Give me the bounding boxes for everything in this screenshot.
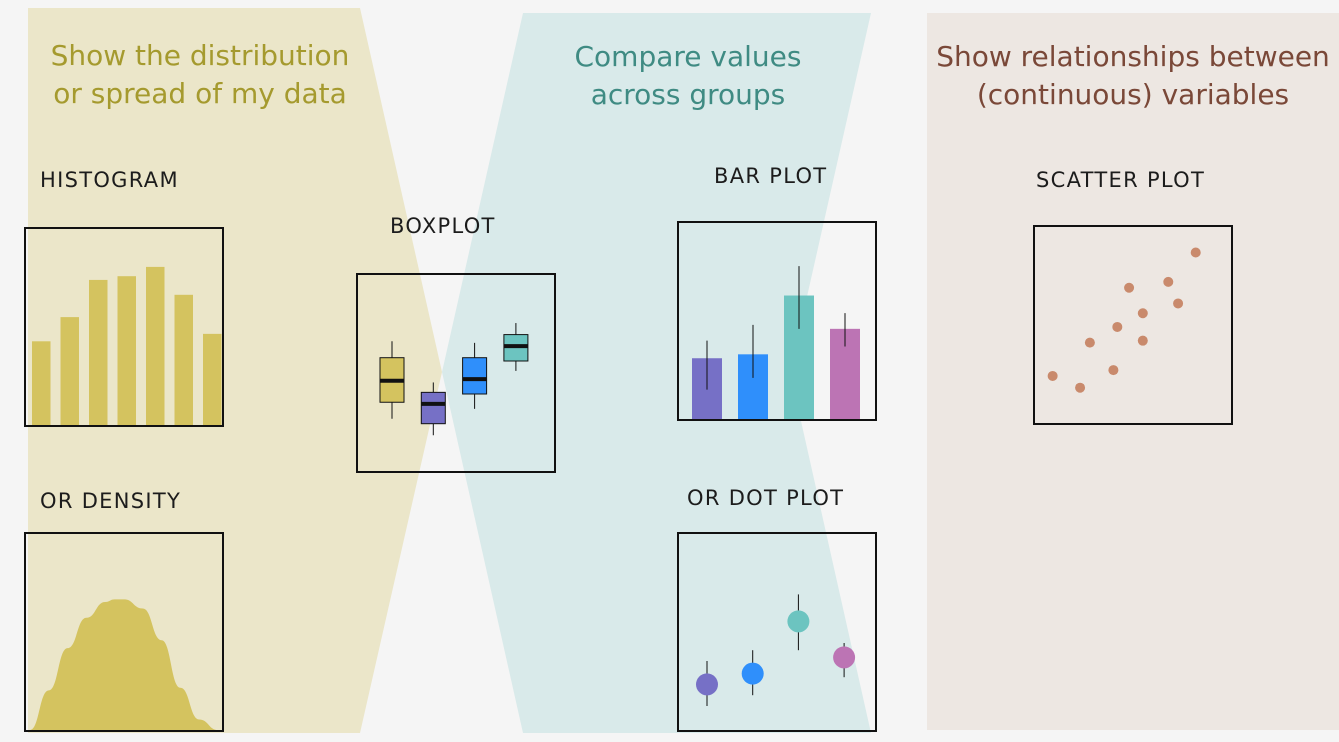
dot-plot-point [833, 646, 856, 669]
density-chart [30, 599, 218, 730]
density-label: OR DENSITY [40, 489, 182, 513]
section-heading-compare: Compare values across groups [508, 38, 868, 114]
histogram-label: HISTOGRAM [40, 168, 179, 192]
heading-line: across groups [590, 78, 786, 111]
histogram-bar [60, 317, 79, 425]
scatter-point [1137, 308, 1148, 319]
scatter-plot-chart [1047, 247, 1201, 393]
dotplot-panel [677, 532, 877, 732]
histogram-bar [117, 276, 136, 425]
heading-line: Compare values [574, 40, 802, 73]
heading-line: Show relationships between [936, 40, 1330, 73]
dotplot-label: OR DOT PLOT [687, 486, 845, 510]
section-heading-distribution: Show the distribution or spread of my da… [20, 37, 380, 113]
scatter-point [1173, 298, 1184, 309]
density-curve-area [30, 599, 218, 730]
compare-band [442, 13, 871, 733]
barplot-label: BAR PLOT [714, 164, 828, 188]
scatter-point [1075, 382, 1086, 393]
scatter-plot-label: SCATTER PLOT [1036, 168, 1206, 192]
scatter-plot-panel [1033, 225, 1233, 425]
histogram-bar [174, 294, 193, 425]
histogram-bar [32, 341, 51, 425]
barplot-panel [677, 221, 877, 421]
boxplot-chart [379, 323, 529, 436]
scatter-point [1190, 247, 1201, 258]
section-heading-relationships: Show relationships between (continuous) … [930, 38, 1336, 114]
boxplot-label: BOXPLOT [390, 214, 496, 238]
histogram-bar [146, 266, 165, 425]
scatter-point [1084, 337, 1095, 348]
histogram-chart [32, 266, 222, 425]
density-panel [24, 532, 224, 732]
histogram-bar [89, 279, 108, 425]
scatter-point [1124, 282, 1135, 293]
boxplot-box [420, 391, 446, 425]
dot-plot-point [787, 610, 810, 633]
boxplot-panel [356, 273, 556, 473]
heading-line: Show the distribution [50, 39, 350, 72]
dot-plot-point [696, 673, 718, 696]
heading-line: or spread of my data [53, 77, 347, 110]
scatter-point [1163, 276, 1174, 287]
boxplot-box [462, 357, 488, 395]
dot-plot-point [741, 662, 764, 685]
scatter-point [1047, 370, 1058, 381]
heading-line: (continuous) variables [976, 78, 1290, 111]
scatter-point [1112, 321, 1123, 332]
dotplot-chart [696, 594, 856, 706]
histogram-panel [24, 227, 224, 427]
scatter-point [1108, 365, 1119, 376]
scatter-point [1137, 335, 1148, 346]
distribution-band [28, 8, 442, 733]
barplot-chart [692, 266, 860, 419]
histogram-bar [203, 333, 222, 425]
relationships-band [927, 13, 1339, 730]
